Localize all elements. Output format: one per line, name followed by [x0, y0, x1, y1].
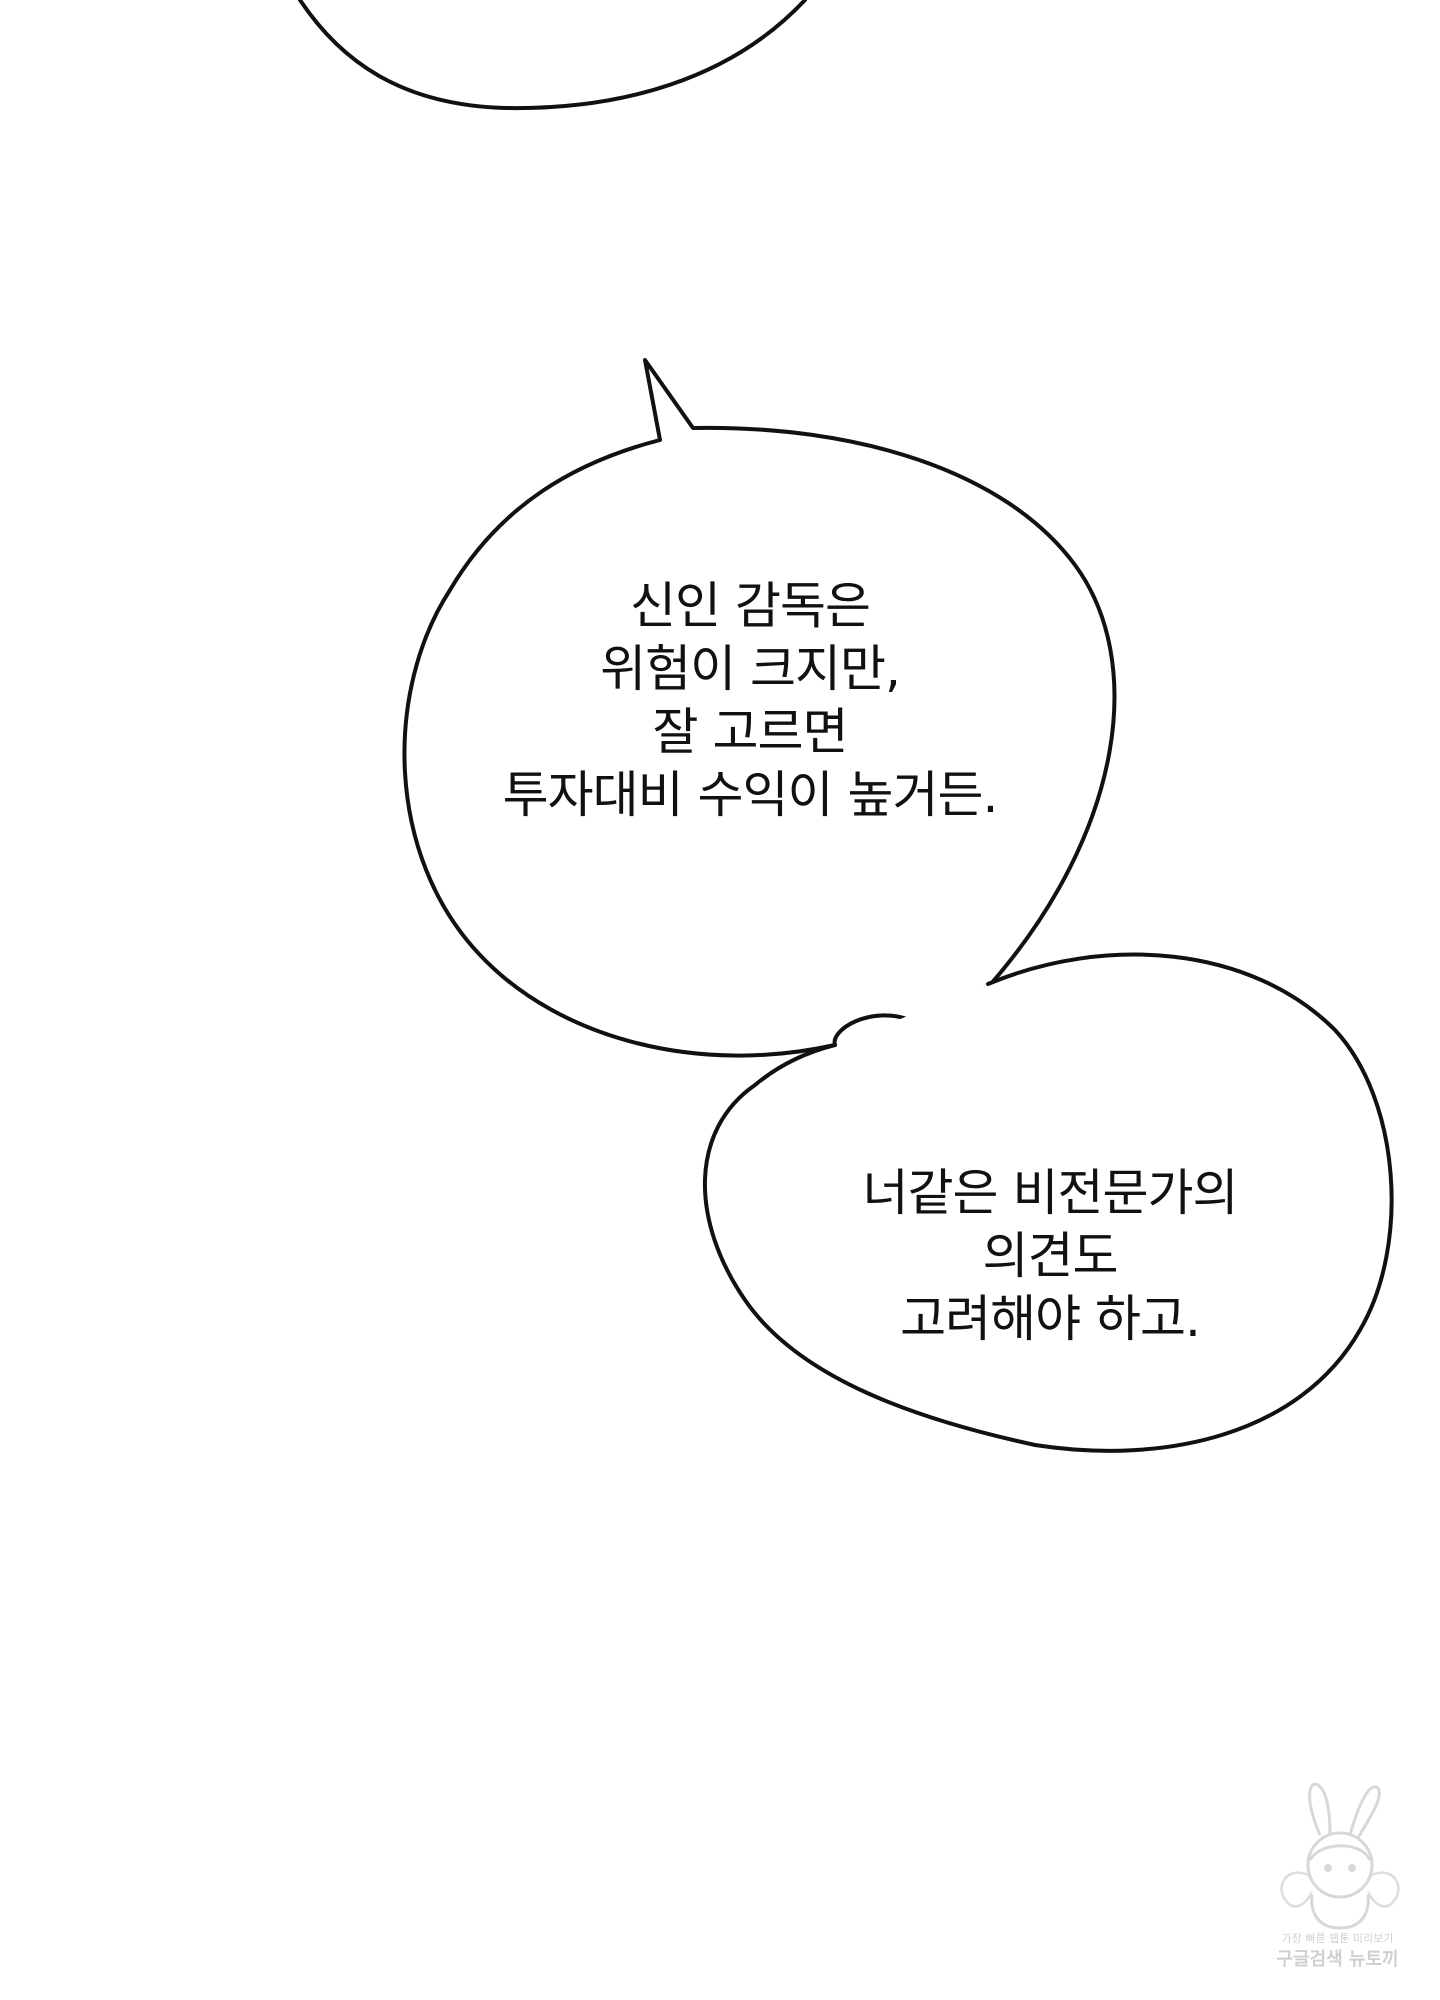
- speech-bubble-secondary-text: 너같은 비전문가의 의견도 고려해야 하고.: [790, 1162, 1310, 1351]
- dialogue-line: 고려해야 하고.: [900, 1290, 1201, 1348]
- watermark-site-name: 구글검색 뉴토끼: [1276, 1949, 1399, 1970]
- dialogue-line: 잘 고르면: [652, 703, 849, 761]
- dialogue-line: 신인 감독은: [630, 577, 871, 635]
- watermark-tagline: 가장 빠른 웹툰 미리보기: [1281, 1932, 1394, 1945]
- speech-bubble-secondary: [702, 952, 1394, 1453]
- rabbit-girl-logo-icon: [1280, 1782, 1400, 1930]
- dialogue-line: 투자대비 수익이 높거든.: [502, 766, 999, 824]
- watermark: 가장 빠른 웹툰 미리보기 구글검색 뉴토끼: [1250, 1780, 1425, 1980]
- dialogue-line: 너같은 비전문가의: [862, 1164, 1239, 1222]
- speech-bubble-main-text: 신인 감독은 위험이 크지만, 잘 고르면 투자대비 수익이 높거든.: [430, 575, 1070, 827]
- dialogue-line: 위험이 크지만,: [600, 640, 901, 698]
- dialogue-line: 의견도: [982, 1227, 1119, 1285]
- speech-bubble-top-partial: [298, 0, 807, 111]
- speech-bubble-main: [402, 358, 1117, 1058]
